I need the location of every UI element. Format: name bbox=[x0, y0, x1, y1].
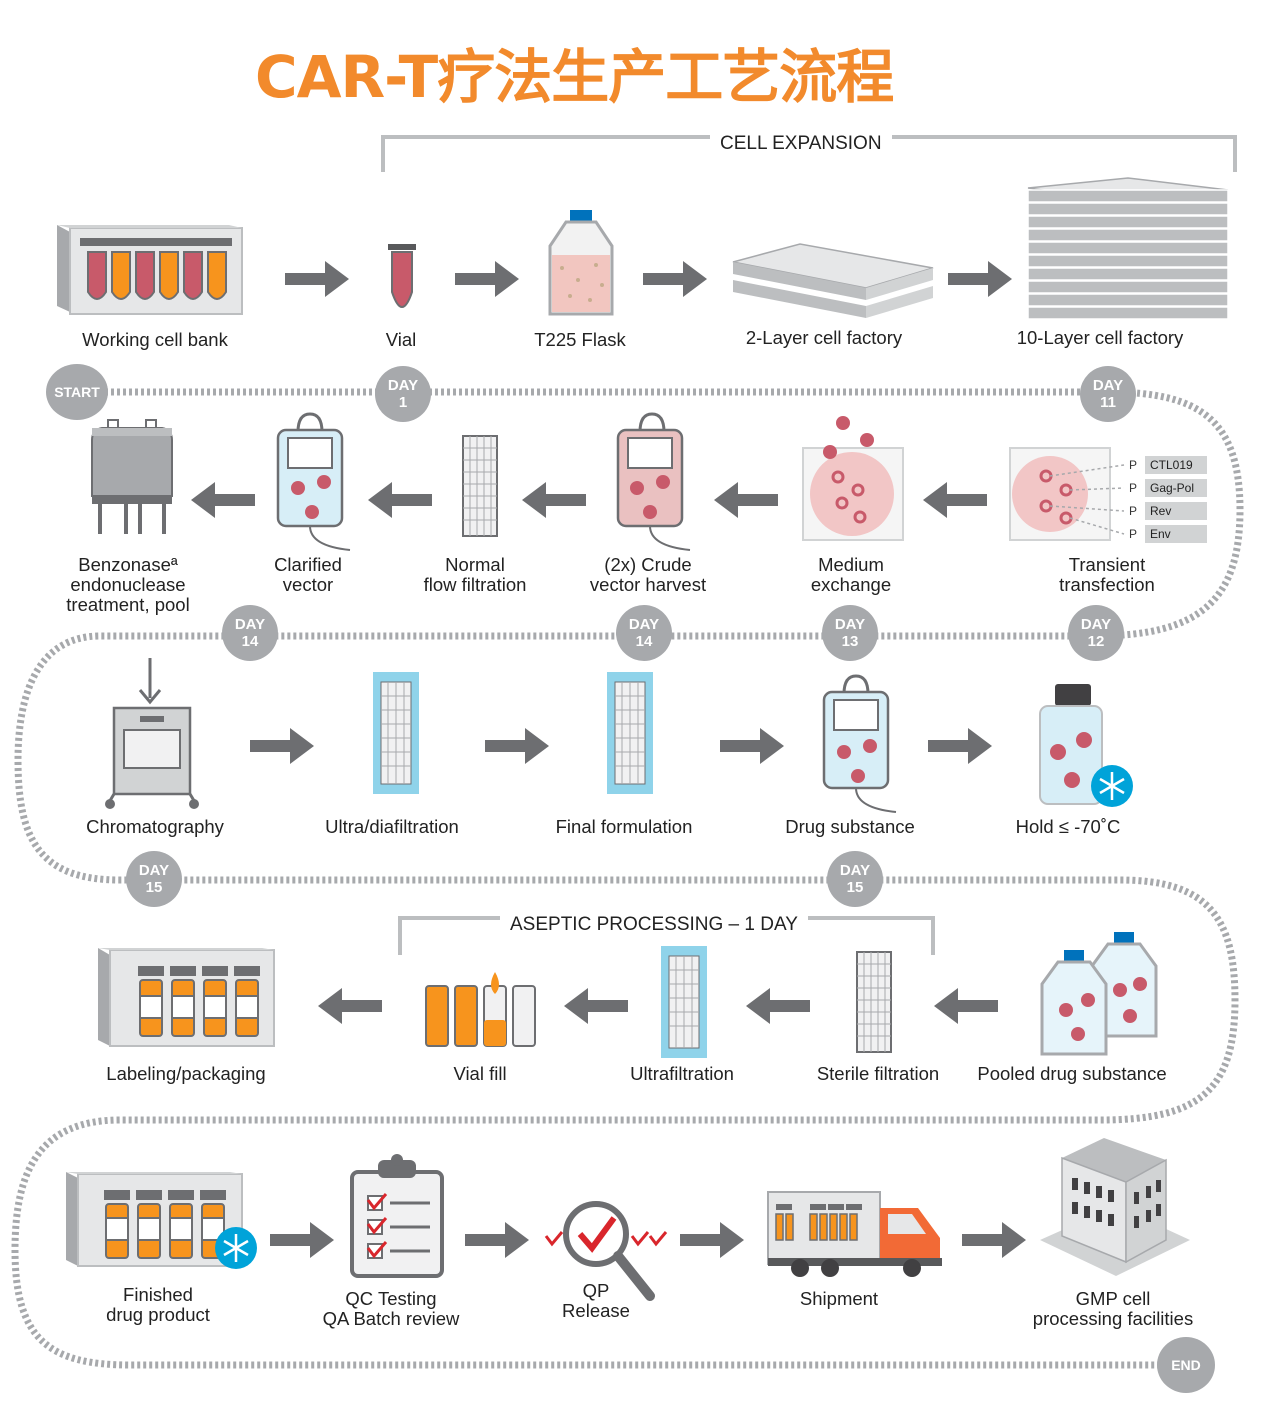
vial-icon bbox=[388, 244, 416, 308]
hold-temperature-label: Hold ≤ -70˚C bbox=[1015, 816, 1121, 837]
sterile-filtration-label: Sterile filtration bbox=[816, 1063, 940, 1084]
final-formulation-icon bbox=[607, 672, 653, 794]
plasmid-ctl019: CTL019 bbox=[1145, 456, 1207, 474]
crude-vector-bag-icon bbox=[616, 412, 691, 551]
pooled-drug-substance-label: Pooled drug substance bbox=[977, 1063, 1167, 1084]
row1-arrows bbox=[285, 261, 1012, 297]
vial-label: Vial bbox=[385, 329, 417, 350]
row4-arrows bbox=[318, 988, 998, 1024]
process-path bbox=[11, 388, 1244, 1369]
start-badge: START bbox=[46, 364, 108, 420]
row3-arrows bbox=[250, 728, 992, 764]
clarified-vector-bag-icon bbox=[276, 412, 351, 551]
final-formulation-label: Final formulation bbox=[555, 816, 693, 837]
page-title: CAR-T疗法生产工艺流程 bbox=[255, 43, 894, 111]
ten-layer-cell-factory-icon bbox=[1027, 177, 1229, 320]
normal-flow-filter-icon bbox=[462, 435, 498, 537]
labeling-packaging-label: Labeling/packaging bbox=[106, 1063, 266, 1084]
plasmid-rev: Rev bbox=[1145, 502, 1207, 520]
vial-fill-label: Vial fill bbox=[453, 1063, 507, 1084]
working-cell-bank-icon bbox=[57, 225, 243, 315]
pooled-drug-substance-icon bbox=[1040, 932, 1158, 1056]
shipment-label: Shipment bbox=[799, 1288, 879, 1309]
plasmid-prefix: P bbox=[1129, 481, 1138, 495]
vial-fill-icon bbox=[425, 972, 536, 1047]
drug-substance-label: Drug substance bbox=[785, 816, 915, 837]
ultrafiltration-label: Ultrafiltration bbox=[630, 1063, 734, 1084]
t225-flask-label: T225 Flask bbox=[534, 329, 626, 350]
benzonase-tank-icon bbox=[91, 419, 173, 534]
ultra-diafiltration-icon bbox=[373, 672, 419, 794]
two-layer-label: 2-Layer cell factory bbox=[745, 327, 903, 348]
cell-expansion-label: CELL EXPANSION bbox=[710, 133, 892, 155]
end-badge: END bbox=[1157, 1337, 1215, 1393]
sterile-filtration-icon bbox=[856, 951, 892, 1053]
qp-release-magnifier-icon bbox=[544, 1201, 668, 1301]
plasmid-prefix: P bbox=[1129, 458, 1138, 472]
plasmid-prefix: P bbox=[1129, 504, 1138, 518]
two-layer-cell-factory-icon bbox=[732, 243, 934, 318]
ten-layer-label: 10-Layer cell factory bbox=[1016, 327, 1184, 348]
ultra-diafiltration-label: Ultra/diafiltration bbox=[325, 816, 459, 837]
medium-exchange-icon bbox=[802, 416, 904, 541]
t225-flask-icon bbox=[548, 210, 614, 316]
gmp-facility-building-icon bbox=[1040, 1138, 1190, 1276]
finished-drug-product-icon bbox=[66, 1172, 257, 1269]
drug-substance-bag-icon bbox=[822, 674, 897, 813]
qc-clipboard-icon bbox=[350, 1154, 444, 1278]
chromatography-icon bbox=[105, 658, 199, 809]
ultrafiltration-icon bbox=[661, 946, 707, 1058]
shipment-truck-icon bbox=[767, 1191, 942, 1277]
aseptic-processing-label: ASEPTIC PROCESSING – 1 DAY bbox=[500, 914, 808, 936]
chromatography-label: Chromatography bbox=[86, 816, 224, 837]
plasmid-env: Env bbox=[1145, 525, 1207, 543]
transient-transfection-icon bbox=[1009, 447, 1125, 541]
row5-arrows bbox=[270, 1222, 1026, 1258]
row2-arrows bbox=[191, 482, 987, 518]
frozen-hold-bottle-icon bbox=[1039, 684, 1133, 807]
working-cell-bank-label: Working cell bank bbox=[82, 329, 228, 350]
labeling-packaging-icon bbox=[98, 948, 275, 1047]
plasmid-prefix: P bbox=[1129, 527, 1138, 541]
plasmid-gag-pol: Gag-Pol bbox=[1145, 479, 1207, 497]
